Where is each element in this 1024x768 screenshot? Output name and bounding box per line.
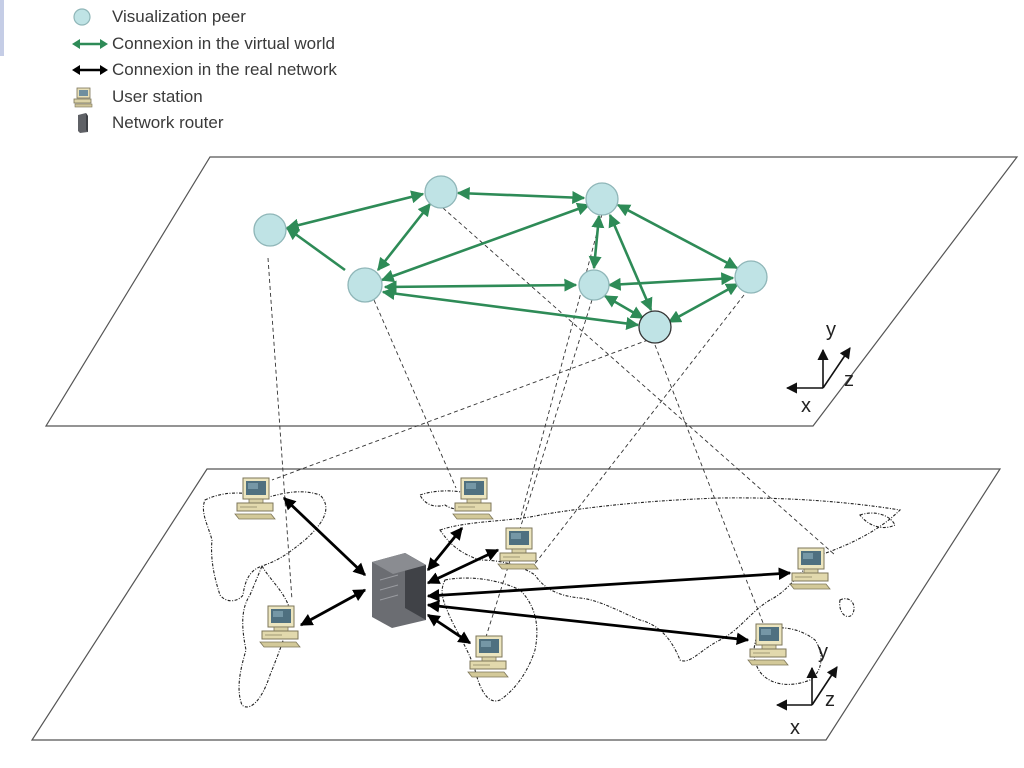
legend: Visualization peer Connexion in the virt… bbox=[72, 4, 337, 137]
legend-label: Network router bbox=[112, 113, 224, 133]
router-icon bbox=[372, 553, 426, 628]
axis-label-z: z bbox=[844, 369, 854, 391]
real-network-links bbox=[283, 496, 792, 646]
visualization-peer bbox=[253, 213, 287, 247]
legend-item-virtual-link: Connexion in the virtual world bbox=[72, 31, 337, 58]
edge-strip bbox=[0, 0, 4, 56]
axis-label-y: y bbox=[818, 641, 828, 663]
computer-icon bbox=[72, 86, 112, 108]
black-double-arrow-icon bbox=[72, 59, 112, 81]
legend-label: Connexion in the virtual world bbox=[112, 33, 336, 53]
legend-label: User station bbox=[112, 86, 203, 106]
legend-item-real-link: Connexion in the real network bbox=[72, 57, 337, 84]
legend-label: Visualization peer bbox=[112, 7, 246, 27]
axis-label-x: x bbox=[790, 717, 800, 739]
router-icon bbox=[72, 112, 112, 134]
virtual-world-plane bbox=[44, 156, 1019, 427]
virtual-axes bbox=[785, 347, 851, 394]
visualization-peer bbox=[734, 260, 768, 294]
green-double-arrow-icon bbox=[72, 33, 112, 55]
legend-item-router: Network router bbox=[72, 110, 337, 137]
legend-label: Connexion in the real network bbox=[112, 60, 337, 80]
peer-circle-icon bbox=[72, 6, 112, 28]
real-network-plane bbox=[30, 468, 1002, 741]
visualization-peers bbox=[253, 175, 768, 344]
legend-item-user-station: User station bbox=[72, 84, 337, 111]
visualization-peer bbox=[585, 182, 619, 216]
real-axes bbox=[775, 666, 838, 711]
axis-label-z: z bbox=[825, 689, 835, 711]
visualization-peer bbox=[638, 310, 672, 344]
axis-label-x: x bbox=[801, 395, 811, 417]
virtual-world-links bbox=[285, 186, 740, 330]
visualization-peer bbox=[424, 175, 458, 209]
visualization-peer bbox=[347, 267, 383, 303]
legend-item-peer: Visualization peer bbox=[72, 4, 337, 31]
axis-label-y: y bbox=[826, 319, 836, 341]
visualization-peer bbox=[578, 269, 610, 301]
